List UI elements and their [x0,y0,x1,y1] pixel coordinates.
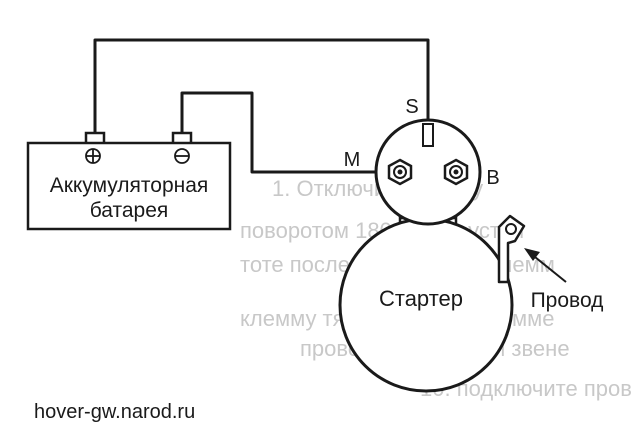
negative-terminal-icon [174,148,190,164]
site-watermark: hover-gw.narod.ru [34,401,195,423]
terminal-m-label: M [344,149,361,171]
battery-label-line2: батарея [90,199,169,222]
solenoid-head [374,118,482,226]
wire-positive-to-s [93,38,430,132]
terminal-s-icon [422,123,434,147]
wire-lug-hole-icon [505,223,517,235]
positive-terminal-icon [85,148,101,164]
battery-positive-post [84,131,106,143]
terminal-m-nut-icon [387,158,413,186]
battery-body [26,141,232,231]
battery-negative-post [171,131,193,143]
wire-negative-to-m [180,91,385,174]
wire-lug-icon [497,214,526,284]
starter-label: Стартер [379,286,463,311]
wire-label: Провод [531,289,604,312]
starter: S M B Стартер [338,96,514,393]
terminal-b-nut-icon [443,158,469,186]
terminal-s-label: S [405,96,418,118]
battery-label-line1: Аккумуляторная [50,174,209,197]
wire-lug [497,214,526,284]
battery: Аккумуляторная батарея [26,131,232,231]
wire-pointer-arrow-icon [524,248,567,283]
terminal-b-label: B [486,167,499,189]
wires [93,38,430,174]
